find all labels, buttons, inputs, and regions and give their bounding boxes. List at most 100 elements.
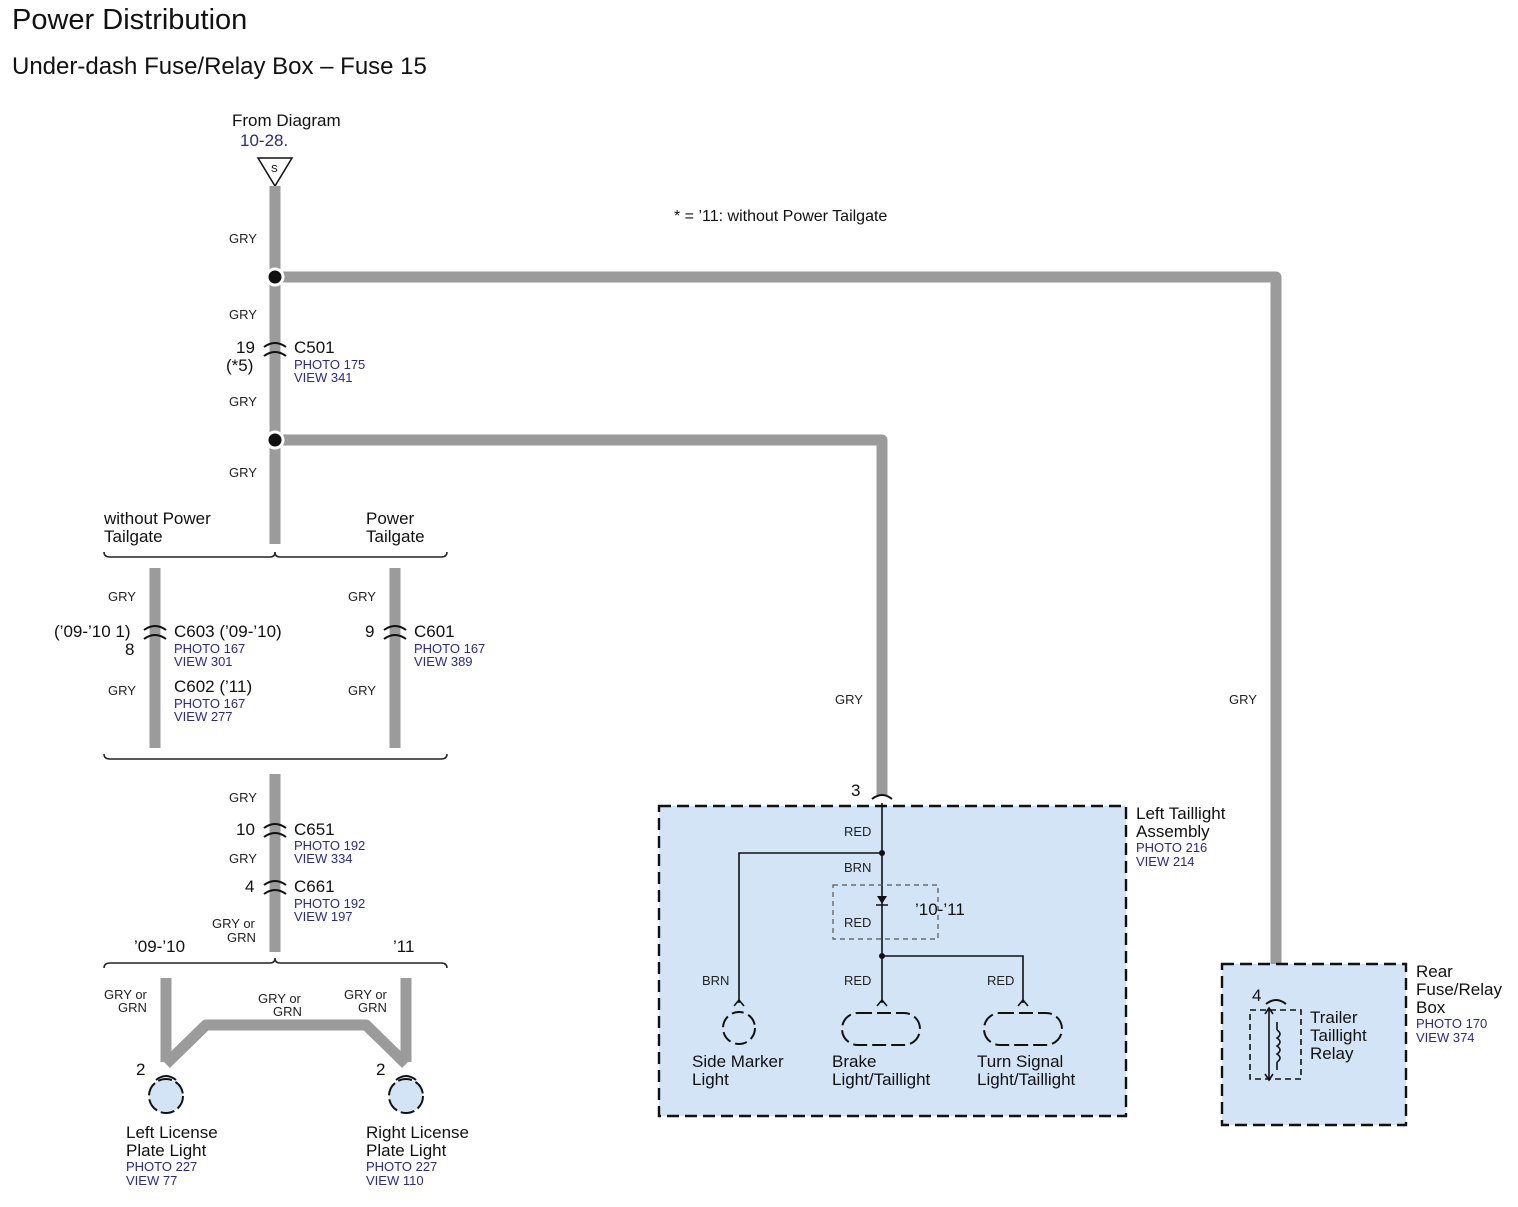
wire-color-label: RED [987, 973, 1014, 988]
c661-pin: 4 [245, 877, 254, 896]
right-license-photo[interactable]: PHOTO 227 [366, 1159, 437, 1174]
footnote: * = ’11: without Power Tailgate [674, 208, 887, 225]
from-diagram-ref[interactable]: 10-28. [240, 131, 288, 150]
wire-color-label: RED [844, 824, 871, 839]
wire-color-label: BRN [702, 973, 729, 988]
c661-name: C661 [294, 877, 335, 896]
terminal-hook-icon [733, 998, 745, 1007]
c601-view[interactable]: VIEW 389 [414, 654, 473, 669]
option-bracket-bottom [103, 753, 448, 760]
wire-color-label: GRY [229, 231, 257, 246]
left-taillight-name: Left Taillight [1136, 804, 1226, 823]
wire-color-label: GRN [227, 930, 256, 945]
wire-color-label: GRY or [104, 987, 148, 1002]
wire-color-label: GRY [229, 307, 257, 322]
c603-pin: (’09-’10 1) [54, 622, 131, 641]
c602-view[interactable]: VIEW 277 [174, 709, 233, 724]
c602-name: C602 (’11) [174, 677, 252, 696]
left-license-pin: 2 [136, 1060, 145, 1079]
rear-box-pin: 4 [1252, 986, 1261, 1005]
left-license-view[interactable]: VIEW 77 [126, 1173, 177, 1188]
branch-label: Tailgate [366, 527, 425, 546]
c651-view[interactable]: VIEW 334 [294, 851, 353, 866]
connector-c603-icon [143, 625, 167, 640]
c603-view[interactable]: VIEW 301 [174, 654, 233, 669]
left-taillight-pin: 3 [851, 781, 860, 800]
c651-pin: 10 [236, 820, 255, 839]
wire-color-label: GRY [348, 683, 376, 698]
rear-box-name: Rear [1416, 962, 1453, 981]
c651-name: C651 [294, 820, 335, 839]
wire-color-label: RED [844, 915, 871, 930]
wire-color-label: GRN [358, 1000, 387, 1015]
source-symbol: S [271, 164, 278, 175]
branch-label: Tailgate [104, 527, 163, 546]
left-taillight-name: Assembly [1136, 822, 1210, 841]
wire-color-label: RED [844, 973, 871, 988]
page-title: Power Distribution [12, 4, 247, 36]
c601-name: C601 [414, 622, 455, 641]
year-variant-label: ’10-’11 [915, 900, 965, 919]
c501-pin: 19 [236, 338, 255, 357]
connector-terminal-icon [1265, 999, 1287, 1005]
brake-lamp-icon [841, 1012, 921, 1046]
c501-photo[interactable]: PHOTO 175 [294, 357, 365, 372]
c501-view[interactable]: VIEW 341 [294, 370, 353, 385]
branch-label: Power [366, 509, 415, 528]
wire-color-label: GRN [118, 1000, 147, 1015]
side-marker-name: Light [692, 1070, 729, 1089]
relay-outline [1249, 1009, 1302, 1080]
rear-box-view[interactable]: VIEW 374 [1416, 1030, 1475, 1045]
left-taillight-photo[interactable]: PHOTO 216 [1136, 840, 1207, 855]
wire-color-label: GRY or [212, 916, 256, 931]
c603-photo[interactable]: PHOTO 167 [174, 641, 245, 656]
c602-photo[interactable]: PHOTO 167 [174, 696, 245, 711]
connector-c501-icon [263, 342, 287, 357]
diode-icon [877, 896, 887, 904]
junction-dot [879, 953, 885, 959]
terminal-hook-icon [876, 998, 888, 1007]
junction-dot [879, 850, 885, 856]
right-license-pin: 2 [376, 1060, 385, 1079]
wire-color-label: GRY [229, 790, 257, 805]
right-license-lamp-icon [388, 1078, 424, 1114]
left-license-lamp-icon [148, 1078, 184, 1114]
left-taillight-view[interactable]: VIEW 214 [1136, 854, 1195, 869]
trailer-relay-name: Trailer [1310, 1008, 1358, 1027]
option-bracket-years [103, 957, 448, 969]
wire-color-label: GRY or [258, 991, 302, 1006]
right-license-name: Right License [366, 1123, 469, 1142]
left-license-name: Left License [126, 1123, 218, 1142]
c651-photo[interactable]: PHOTO 192 [294, 838, 365, 853]
terminal-hook-icon [1017, 998, 1029, 1007]
branch-label: ’11 [393, 937, 414, 956]
side-marker-circuit-wire [738, 852, 882, 1003]
rear-fuse-relay-box [1220, 962, 1408, 1127]
left-license-name: Plate Light [126, 1141, 207, 1160]
wire-color-label: BRN [844, 860, 871, 875]
left-license-photo[interactable]: PHOTO 227 [126, 1159, 197, 1174]
turn-signal-lamp-icon [983, 1012, 1063, 1046]
wire-color-label: GRY [108, 683, 136, 698]
page-subtitle: Under-dash Fuse/Relay Box – Fuse 15 [12, 53, 427, 80]
wire-color-label: GRY [348, 589, 376, 604]
relay-arrow-icon [1264, 1006, 1274, 1082]
rear-box-photo[interactable]: PHOTO 170 [1416, 1016, 1487, 1031]
connector-terminal-icon [871, 794, 893, 800]
license-wire-jumper [162, 1019, 410, 1068]
c661-photo[interactable]: PHOTO 192 [294, 896, 365, 911]
brake-name: Light/Taillight [832, 1070, 931, 1089]
wire-color-label: GRY [1229, 692, 1257, 707]
trailer-relay-name: Taillight [1310, 1026, 1367, 1045]
branch-label: ’09-’10 [134, 937, 185, 956]
right-license-view[interactable]: VIEW 110 [366, 1173, 424, 1188]
wire-color-label: GRY [229, 851, 257, 866]
c601-photo[interactable]: PHOTO 167 [414, 641, 485, 656]
wire-color-label: GRN [273, 1004, 302, 1019]
c661-view[interactable]: VIEW 197 [294, 909, 353, 924]
rear-box-name: Fuse/Relay [1416, 980, 1502, 999]
connector-c661-icon [263, 880, 287, 895]
wire-color-label: GRY [835, 692, 863, 707]
right-license-name: Plate Light [366, 1141, 447, 1160]
